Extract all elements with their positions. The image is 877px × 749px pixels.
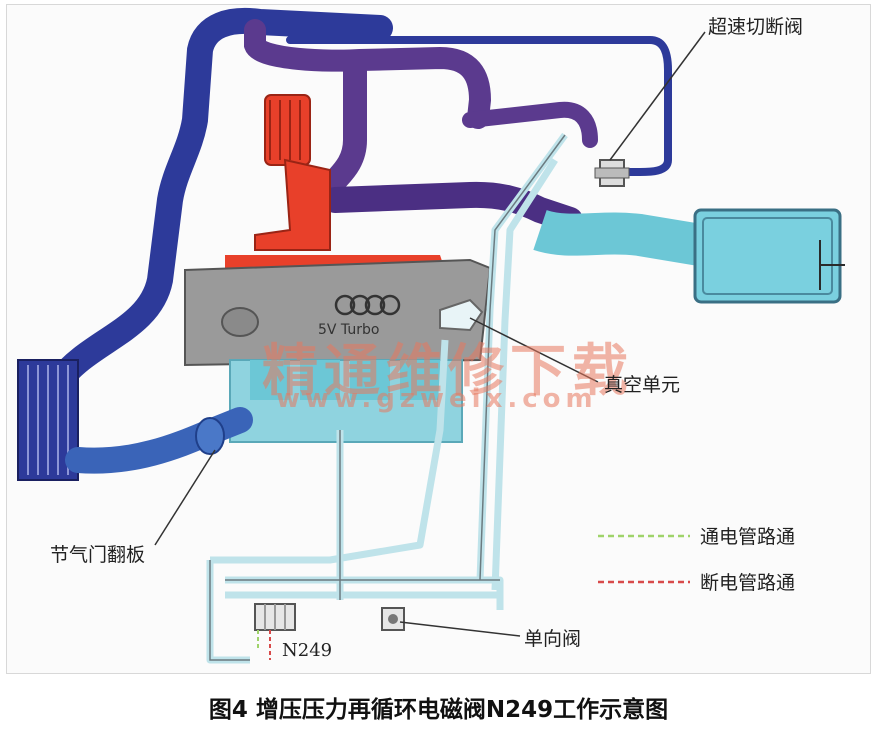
leader-check	[399, 621, 521, 637]
label-vacuum-unit: 真空单元	[604, 374, 681, 396]
boost-throttle-pipe	[322, 181, 583, 233]
leader-bypass	[609, 31, 706, 161]
label-bypass-valve: 超速切断阀	[708, 16, 804, 38]
vacuum-line-2	[491, 158, 558, 591]
label-check-valve: 单向阀	[524, 628, 582, 650]
turbo-outlet-pipe	[462, 101, 598, 148]
watermark-cn: 精通维修下载	[262, 338, 634, 404]
leader-vacuum	[469, 317, 599, 383]
bypass-line-top	[286, 36, 672, 176]
legend-label-energized: 通电管路通	[700, 526, 796, 548]
turbo-unit	[264, 94, 311, 166]
label-n249: N249	[282, 640, 333, 661]
system-diagram	[17, 7, 845, 664]
turbo-housing	[254, 158, 331, 251]
leader-throttle	[154, 449, 216, 546]
engine-block	[184, 258, 492, 367]
audi-rings	[334, 294, 401, 316]
airbox-duct	[533, 209, 704, 266]
watermark-url: www.gzweix.com	[276, 384, 598, 414]
engine-text: 5V Turbo	[318, 322, 380, 338]
intake-pipe	[47, 7, 393, 393]
legend-label-deenergized: 断电管路通	[700, 572, 796, 594]
figure-caption: 图4 增压压力再循环电磁阀N249工作示意图	[208, 697, 669, 723]
air-filter-box	[693, 208, 842, 304]
label-throttle-flap: 节气门翻板	[50, 544, 146, 566]
